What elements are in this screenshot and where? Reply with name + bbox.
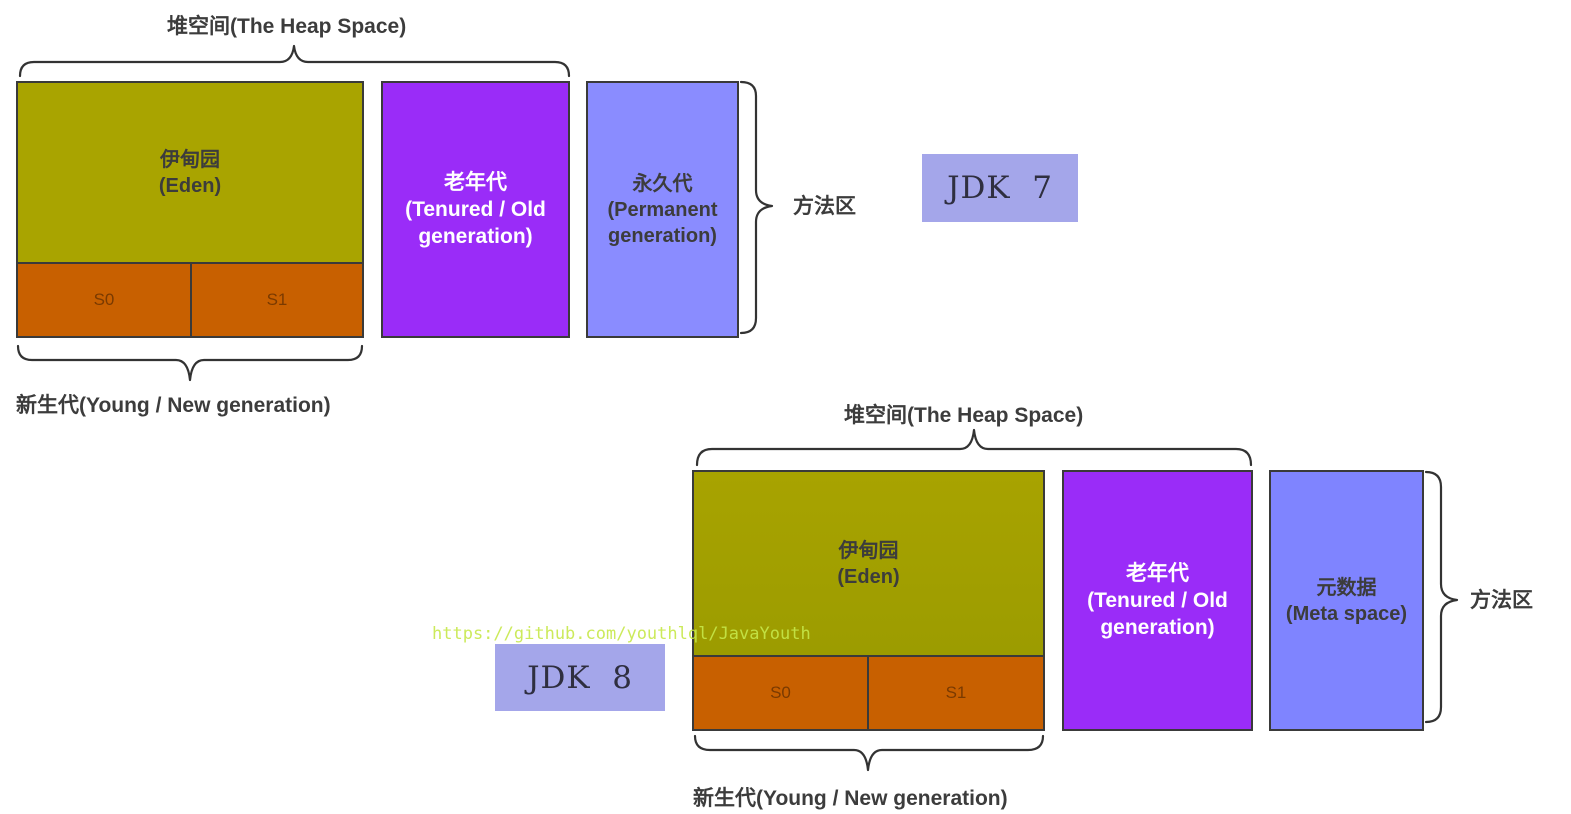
jdk8-s0-box: S0	[692, 655, 869, 731]
jdk8-version-text: JDK 8	[527, 659, 633, 696]
jdk7-perm-l1: (Permanent	[607, 198, 718, 221]
jdk8-old-cn: 老年代	[1126, 561, 1189, 585]
jdk8-method-area-label: 方法区	[1470, 589, 1533, 612]
jdk7-perm-cn: 永久代	[632, 172, 693, 195]
jdk8-young-brace	[693, 734, 1045, 772]
jdk8-heap-label: 堆空间(The Heap Space)	[844, 404, 1084, 427]
jdk8-meta-cn: 元数据	[1316, 576, 1377, 599]
jdk8-old-l1: (Tenured / Old	[1087, 588, 1228, 612]
jdk7-old-l2: generation)	[418, 225, 533, 249]
jdk8-eden-cn: 伊甸园	[838, 539, 899, 562]
jdk7-s0-box: S0	[16, 262, 192, 338]
jdk8-meta-en: (Meta space)	[1285, 602, 1408, 625]
jdk8-eden-box: 伊甸园 (Eden)	[692, 470, 1045, 657]
jdk8-eden-en: (Eden)	[837, 565, 900, 588]
jdk8-young-label: 新生代(Young / New generation)	[693, 787, 1008, 810]
jdk7-old-cn: 老年代	[444, 170, 507, 194]
jdk7-old-l1: (Tenured / Old	[405, 197, 546, 221]
jdk8-old-l2: generation)	[1100, 616, 1215, 640]
jdk7-heap-brace	[18, 44, 571, 78]
jdk7-perm-box: 永久代 (Permanent generation)	[586, 81, 739, 338]
jdk7-heap-label: 堆空间(The Heap Space)	[167, 15, 407, 38]
jdk8-meta-box: 元数据 (Meta space)	[1269, 470, 1424, 731]
jdk7-eden-box: 伊甸园 (Eden)	[16, 81, 364, 264]
jdk8-s1-box: S1	[867, 655, 1045, 731]
jdk7-s1-label: S1	[266, 289, 288, 309]
jdk7-young-label: 新生代(Young / New generation)	[16, 394, 331, 417]
jdk8-s0-label: S0	[770, 682, 791, 702]
jdk7-method-area-label: 方法区	[793, 195, 856, 218]
jdk7-version-badge: JDK 7	[922, 154, 1078, 222]
jdk8-version-badge: JDK 8	[495, 644, 665, 711]
jdk7-method-brace	[739, 80, 774, 335]
watermark-text: https://github.com/youthlql/JavaYouth	[432, 624, 811, 644]
jdk7-perm-l2: generation)	[608, 224, 717, 247]
jdk7-old-box: 老年代 (Tenured / Old generation)	[381, 81, 570, 338]
jdk7-young-brace	[16, 344, 364, 382]
jdk7-version-text: JDK 7	[947, 170, 1053, 206]
jdk7-eden-cn: 伊甸园	[160, 148, 220, 171]
jdk8-old-box: 老年代 (Tenured / Old generation)	[1062, 470, 1253, 731]
jdk7-s1-box: S1	[190, 262, 364, 338]
jdk8-s1-label: S1	[945, 682, 967, 702]
jdk8-method-brace	[1424, 470, 1459, 724]
jdk7-s0-label: S0	[93, 289, 115, 309]
jdk8-heap-brace	[695, 428, 1253, 467]
jdk7-eden-en: (Eden)	[158, 174, 222, 197]
